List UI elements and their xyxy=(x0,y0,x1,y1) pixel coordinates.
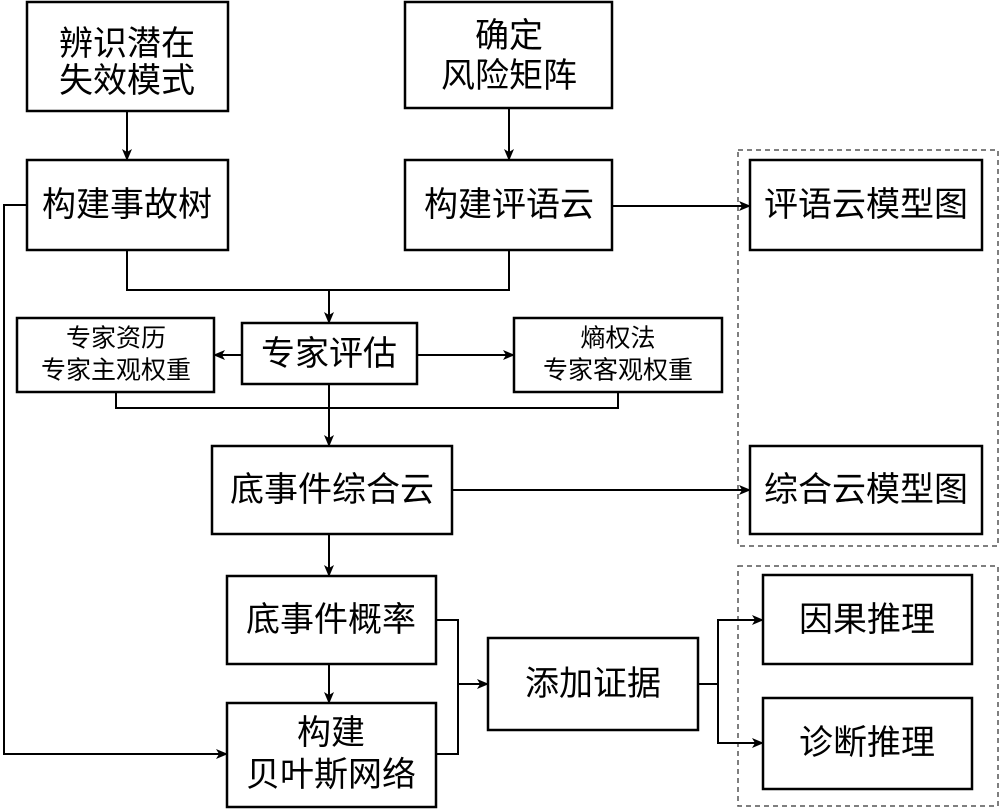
node-build-fault-tree: 构建事故树 xyxy=(25,158,230,252)
merge-faulttree-commentcloud xyxy=(126,250,510,291)
line-bayesnet-to-evidence xyxy=(436,684,459,755)
node-causal-reasoning: 因果推理 xyxy=(761,573,974,666)
node-entropy-weights-line1: 熵权法 xyxy=(580,324,655,353)
output-group-cloud-models xyxy=(737,149,999,547)
node-causal-reasoning-label: 因果推理 xyxy=(799,600,935,640)
node-determine-risk-matrix-line1: 确定 xyxy=(475,16,543,56)
output-group-reasoning xyxy=(737,565,999,807)
node-determine-risk-matrix-line2: 风险矩阵 xyxy=(441,56,577,96)
node-comment-cloud-model-chart-label: 评语云模型图 xyxy=(764,185,968,225)
node-build-bayesian-network: 构建 贝叶斯网络 xyxy=(225,701,438,809)
node-expert-experience-weights-line2: 专家主观权重 xyxy=(41,356,191,385)
node-build-fault-tree-label: 构建事故树 xyxy=(42,185,212,225)
node-basic-event-cloud-label: 底事件综合云 xyxy=(230,470,434,510)
node-determine-risk-matrix: 确定 风险矩阵 xyxy=(403,0,614,110)
arrow-faulttree-to-bayesnet xyxy=(3,204,228,759)
node-entropy-weights-line2: 专家客观权重 xyxy=(543,356,693,385)
node-expert-assessment: 专家评估 xyxy=(240,321,419,386)
node-build-bayesian-network-line1: 构建 xyxy=(297,713,365,753)
node-build-comment-cloud-label: 构建评语云 xyxy=(424,185,594,225)
node-identify-failure-modes-line1: 辨识潜在 xyxy=(59,24,195,64)
node-entropy-weights: 熵权法 专家客观权重 xyxy=(512,316,724,394)
node-composite-cloud-model-chart-label: 综合云模型图 xyxy=(764,470,968,510)
node-build-comment-cloud: 构建评语云 xyxy=(403,158,614,252)
node-expert-experience-weights-line1: 专家资历 xyxy=(66,324,166,353)
node-basic-event-probability: 底事件概率 xyxy=(225,574,438,666)
node-add-evidence: 添加证据 xyxy=(486,636,700,732)
node-expert-experience-weights: 专家资历 专家主观权重 xyxy=(15,316,216,394)
arrow-evidence-to-causal xyxy=(717,615,764,684)
node-basic-event-cloud: 底事件综合云 xyxy=(210,444,454,536)
merge-weights xyxy=(115,392,619,409)
node-comment-cloud-model-chart: 评语云模型图 xyxy=(748,158,984,252)
node-identify-failure-modes-line2: 失效模式 xyxy=(59,61,195,101)
arrow-probability-to-evidence xyxy=(436,619,489,689)
connectors xyxy=(3,108,764,759)
node-diagnostic-reasoning-label: 诊断推理 xyxy=(799,723,935,763)
node-diagnostic-reasoning: 诊断推理 xyxy=(761,696,974,791)
node-identify-failure-modes: 辨识潜在 失效模式 xyxy=(25,0,230,113)
node-expert-assessment-label: 专家评估 xyxy=(261,334,397,374)
node-build-bayesian-network-line2: 贝叶斯网络 xyxy=(246,755,416,795)
node-add-evidence-label: 添加证据 xyxy=(525,664,661,704)
node-composite-cloud-model-chart: 综合云模型图 xyxy=(748,444,984,536)
node-basic-event-probability-label: 底事件概率 xyxy=(246,600,416,640)
arrow-evidence-to-diagnostic xyxy=(717,684,764,748)
